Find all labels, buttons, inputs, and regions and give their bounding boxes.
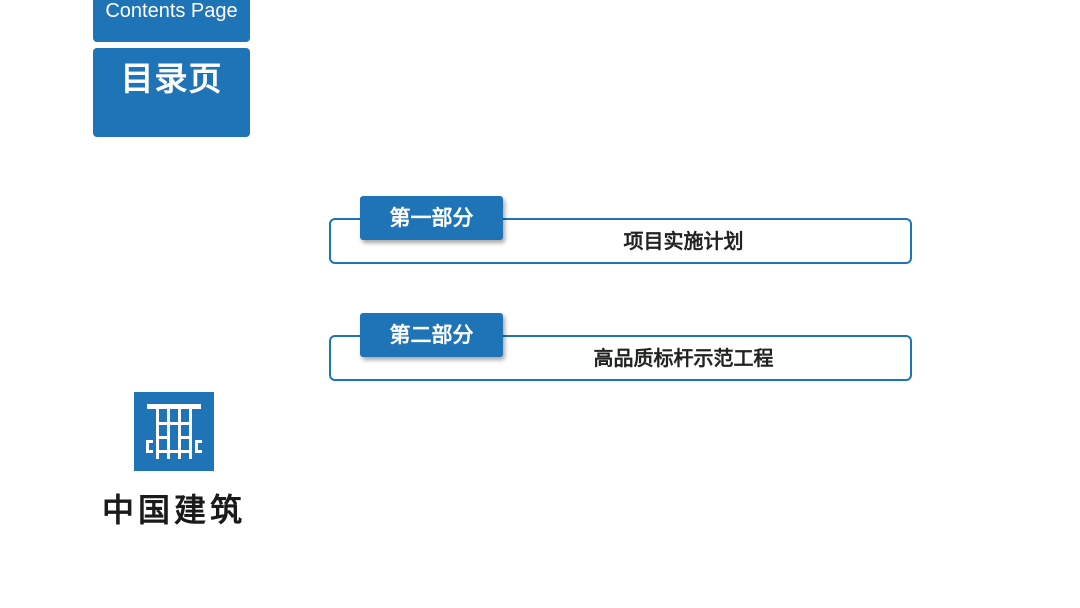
section-item-1[interactable]: 第一部分 项目实施计划 xyxy=(329,196,912,264)
section-title: 项目实施计划 xyxy=(623,229,744,253)
section-badge: 第二部分 xyxy=(360,313,503,357)
section-title: 高品质标杆示范工程 xyxy=(593,346,774,370)
contents-header: 目录页 Contents Page xyxy=(93,0,250,137)
company-name: 中国建筑 xyxy=(101,491,246,529)
page-title: 目录页 xyxy=(120,59,223,98)
page-subtitle: Contents Page xyxy=(105,0,238,22)
section-item-2[interactable]: 第二部分 高品质标杆示范工程 xyxy=(329,313,912,381)
section-frame xyxy=(329,335,912,381)
section-badge: 第一部分 xyxy=(360,196,503,240)
top-decorative-tab xyxy=(93,0,250,42)
cscec-logo-icon xyxy=(134,392,214,471)
